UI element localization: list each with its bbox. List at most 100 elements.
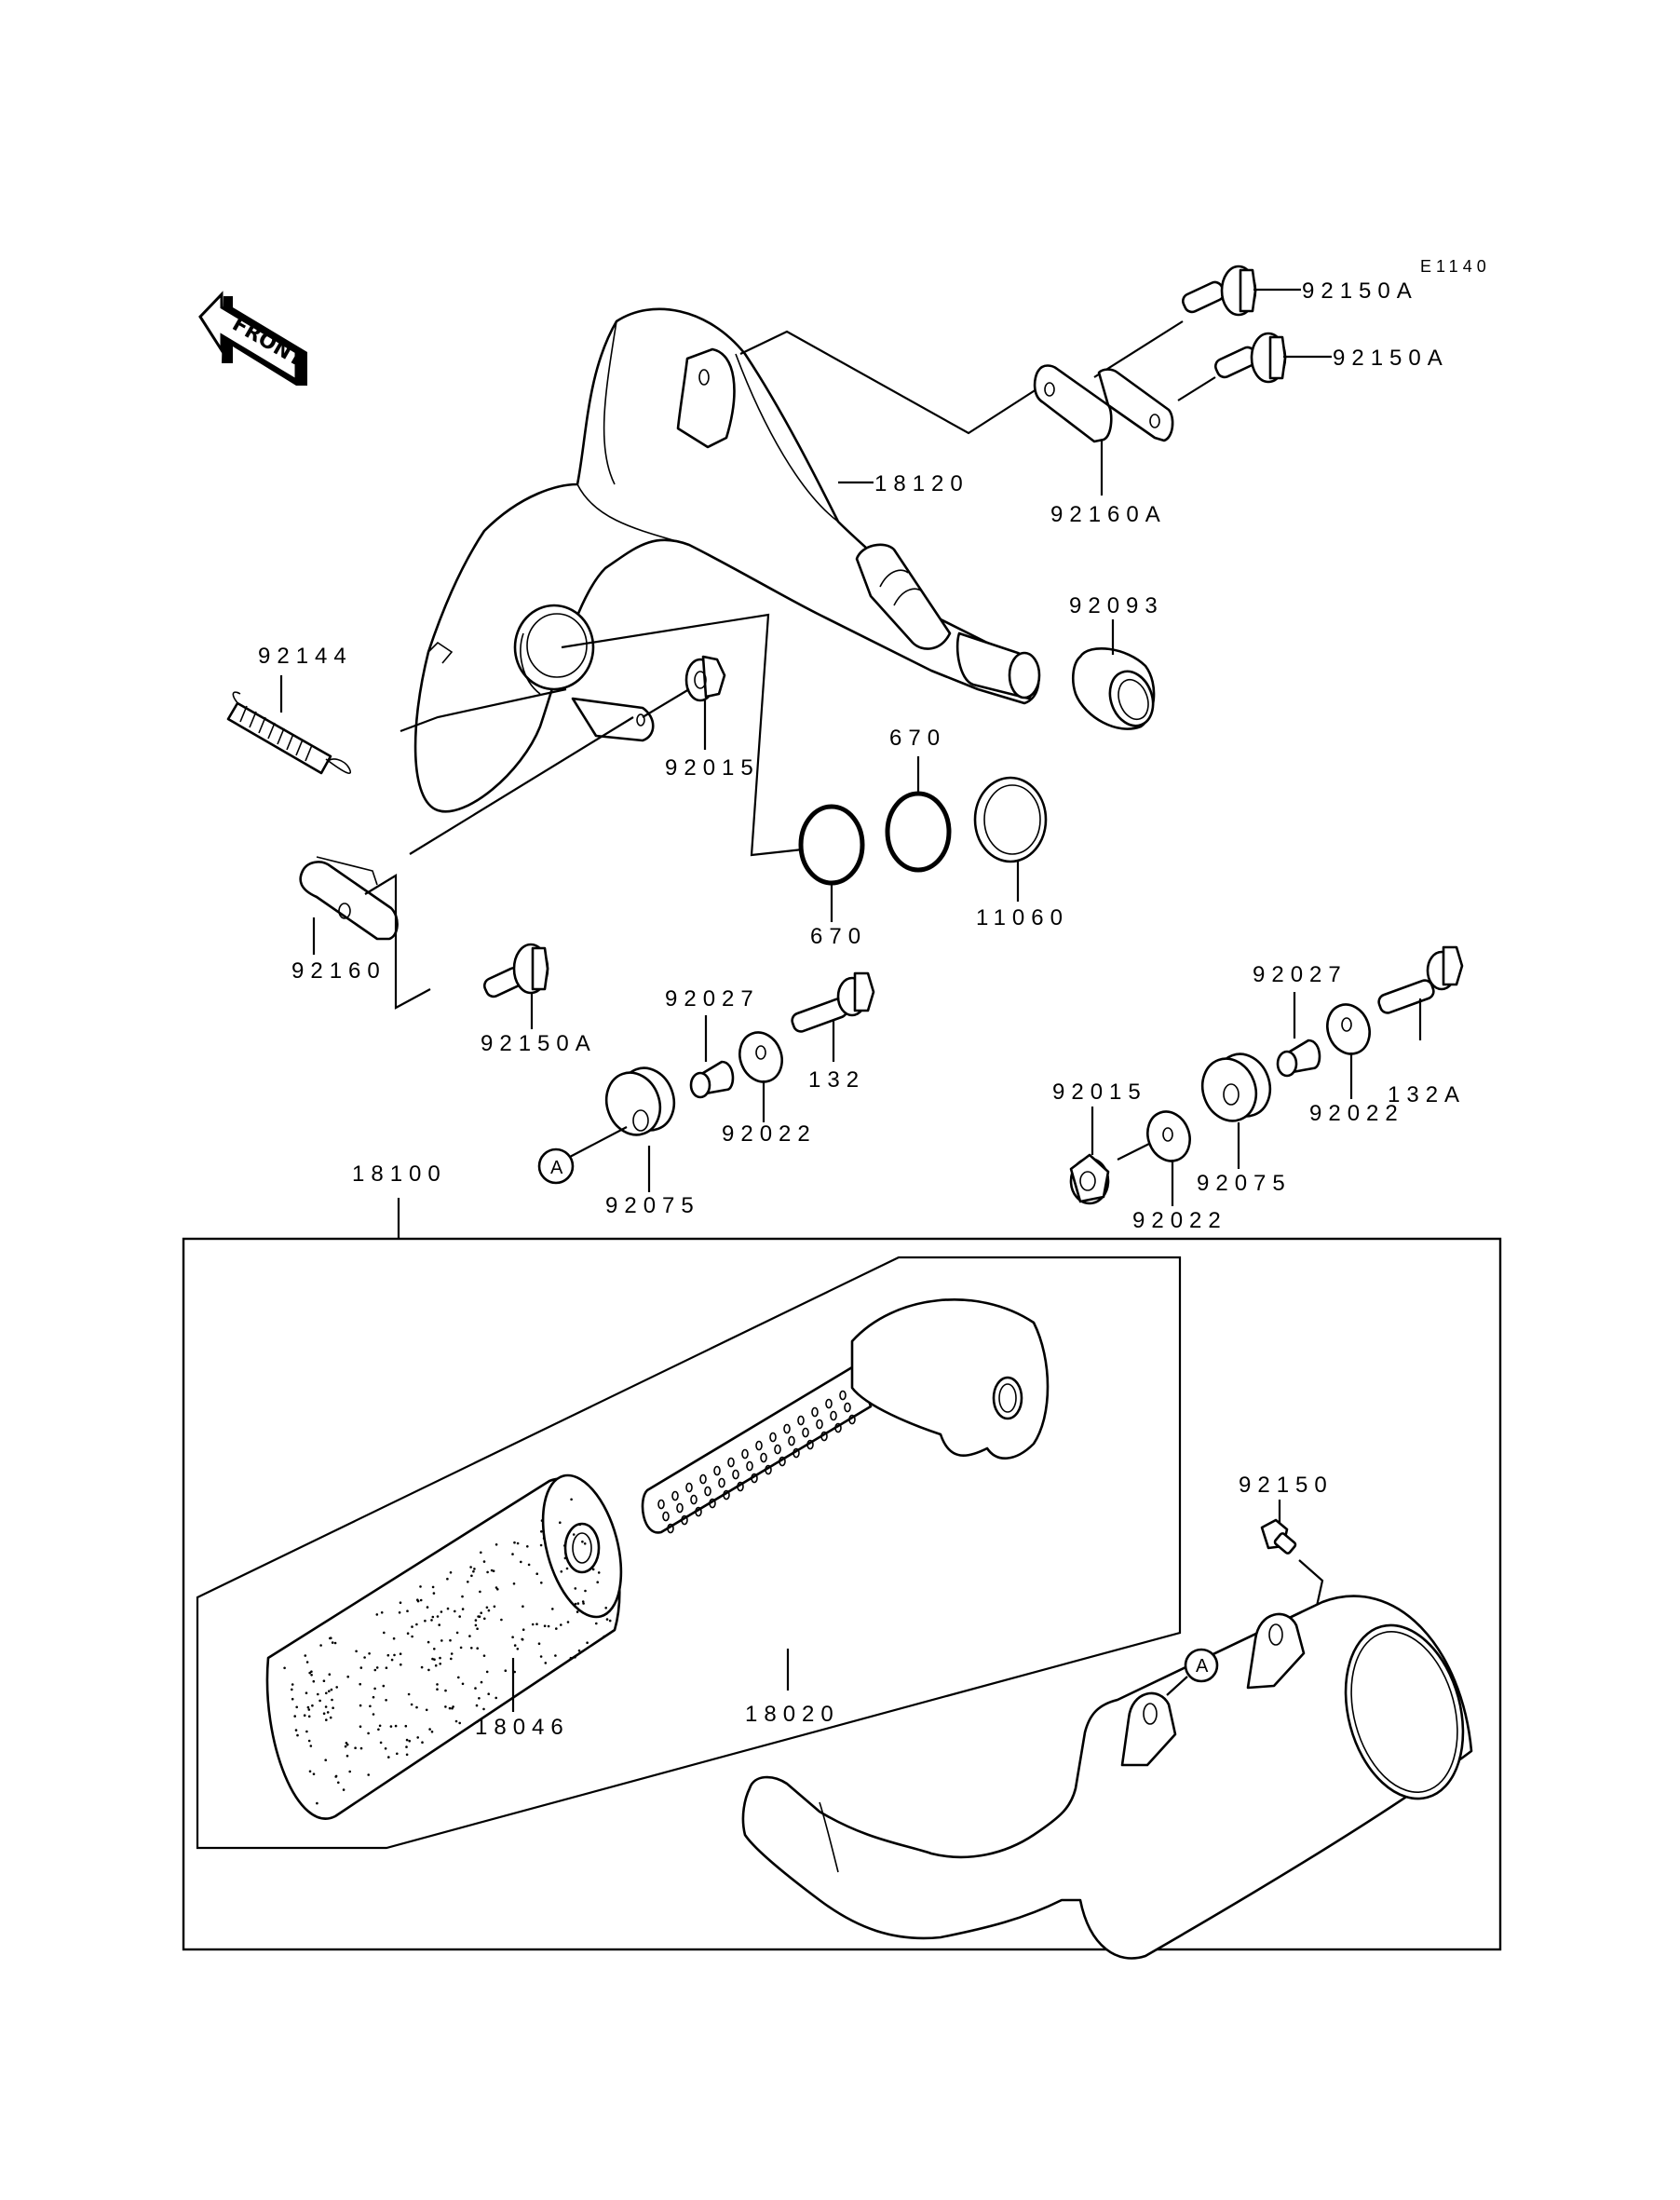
- perforation-hole: [662, 1511, 670, 1522]
- texture-dot: [322, 1679, 326, 1682]
- perforation-hole: [681, 1514, 688, 1526]
- label-11060: 11060: [976, 905, 1069, 930]
- texture-dot: [385, 1699, 387, 1702]
- texture-dot: [516, 1648, 520, 1650]
- texture-dot: [581, 1540, 584, 1543]
- texture-dot: [404, 1724, 408, 1728]
- texture-dot: [373, 1687, 376, 1691]
- texture-dot: [482, 1560, 486, 1563]
- texture-dot: [473, 1568, 476, 1570]
- texture-dot: [416, 1736, 420, 1739]
- texture-dot: [394, 1724, 398, 1728]
- front-arrow-icon: FRONT: [198, 291, 307, 386]
- texture-dot: [400, 1663, 402, 1666]
- bolt-132A: [1377, 945, 1464, 1014]
- texture-dot: [328, 1673, 332, 1676]
- perforation-hole: [755, 1440, 763, 1451]
- texture-dot: [355, 1650, 358, 1653]
- texture-dot: [396, 1752, 399, 1756]
- texture-dot: [608, 1619, 612, 1623]
- texture-dot: [540, 1582, 543, 1584]
- texture-dot: [392, 1636, 396, 1640]
- texture-dot: [520, 1560, 522, 1564]
- label-92093: 92093: [1069, 593, 1164, 618]
- label-670-top: 670: [889, 726, 946, 751]
- texture-dot: [410, 1703, 413, 1706]
- texture-dot: [291, 1697, 294, 1701]
- perforation-hole: [825, 1398, 833, 1409]
- texture-dot: [311, 1704, 314, 1707]
- texture-dot: [380, 1611, 384, 1614]
- texture-dot: [563, 1544, 566, 1547]
- texture-dot: [480, 1551, 482, 1555]
- texture-dot: [291, 1688, 293, 1691]
- callout-label-A-left: A: [550, 1158, 563, 1178]
- texture-dot: [461, 1682, 465, 1686]
- texture-dot: [359, 1682, 362, 1686]
- texture-dot: [555, 1627, 558, 1630]
- oring-670-top: [885, 791, 952, 873]
- texture-dot: [504, 1669, 508, 1672]
- texture-dot: [393, 1653, 396, 1657]
- texture-dot: [303, 1714, 306, 1717]
- texture-dot: [367, 1773, 371, 1776]
- texture-dot: [335, 1686, 339, 1689]
- label-18120: 18120: [874, 471, 969, 496]
- texture-dot: [444, 1689, 447, 1692]
- bracket-92160A: [1033, 364, 1174, 443]
- texture-dot: [372, 1713, 375, 1716]
- texture-dot: [543, 1624, 547, 1627]
- texture-dot: [375, 1666, 379, 1669]
- texture-dot: [495, 1543, 498, 1546]
- texture-dot: [468, 1635, 471, 1637]
- nut-92015-upper: [684, 655, 726, 702]
- texture-dot: [574, 1602, 577, 1606]
- texture-dot: [454, 1719, 458, 1723]
- texture-dot: [382, 1684, 386, 1688]
- texture-dot: [474, 1623, 478, 1627]
- perforation-hole: [709, 1498, 716, 1509]
- perforation-hole: [788, 1435, 795, 1446]
- texture-dot: [446, 1577, 449, 1581]
- texture-dot: [577, 1649, 581, 1652]
- texture-dot: [359, 1704, 362, 1707]
- texture-dot: [367, 1731, 370, 1735]
- texture-dot: [487, 1692, 490, 1695]
- label-18046: 18046: [475, 1715, 570, 1740]
- texture-dot: [385, 1666, 388, 1669]
- perforation-hole: [793, 1447, 800, 1459]
- oring-670-bottom: [798, 804, 865, 886]
- texture-dot: [411, 1625, 413, 1628]
- bolt-92150A-mid: [1213, 332, 1287, 384]
- texture-dot: [480, 1680, 483, 1684]
- texture-dot: [582, 1602, 585, 1605]
- perforation-hole: [718, 1477, 725, 1488]
- texture-dot: [475, 1704, 479, 1707]
- perforation-hole: [820, 1431, 828, 1442]
- texture-dot: [389, 1725, 393, 1728]
- texture-dot: [495, 1586, 498, 1589]
- texture-dot: [586, 1641, 589, 1644]
- texture-dot: [375, 1613, 379, 1616]
- packing-18046: [265, 1473, 623, 1820]
- perforation-hole: [699, 1473, 707, 1485]
- texture-dot: [477, 1615, 480, 1618]
- texture-dot: [398, 1611, 401, 1614]
- texture-dot: [513, 1541, 516, 1544]
- texture-dot: [304, 1654, 307, 1657]
- texture-dot: [295, 1705, 299, 1709]
- texture-dot: [531, 1623, 535, 1626]
- label-92075-right: 92075: [1197, 1171, 1292, 1196]
- texture-dot: [448, 1706, 452, 1710]
- washer-92022-left: [738, 1031, 783, 1083]
- texture-dot: [574, 1656, 576, 1659]
- texture-dot: [458, 1721, 462, 1725]
- texture-dot: [346, 1675, 350, 1678]
- perforation-hole: [741, 1448, 749, 1460]
- texture-dot: [542, 1537, 546, 1540]
- texture-dot: [330, 1688, 333, 1691]
- joint-92093: [1071, 646, 1156, 730]
- texture-dot: [399, 1652, 402, 1655]
- texture-dot: [415, 1623, 418, 1626]
